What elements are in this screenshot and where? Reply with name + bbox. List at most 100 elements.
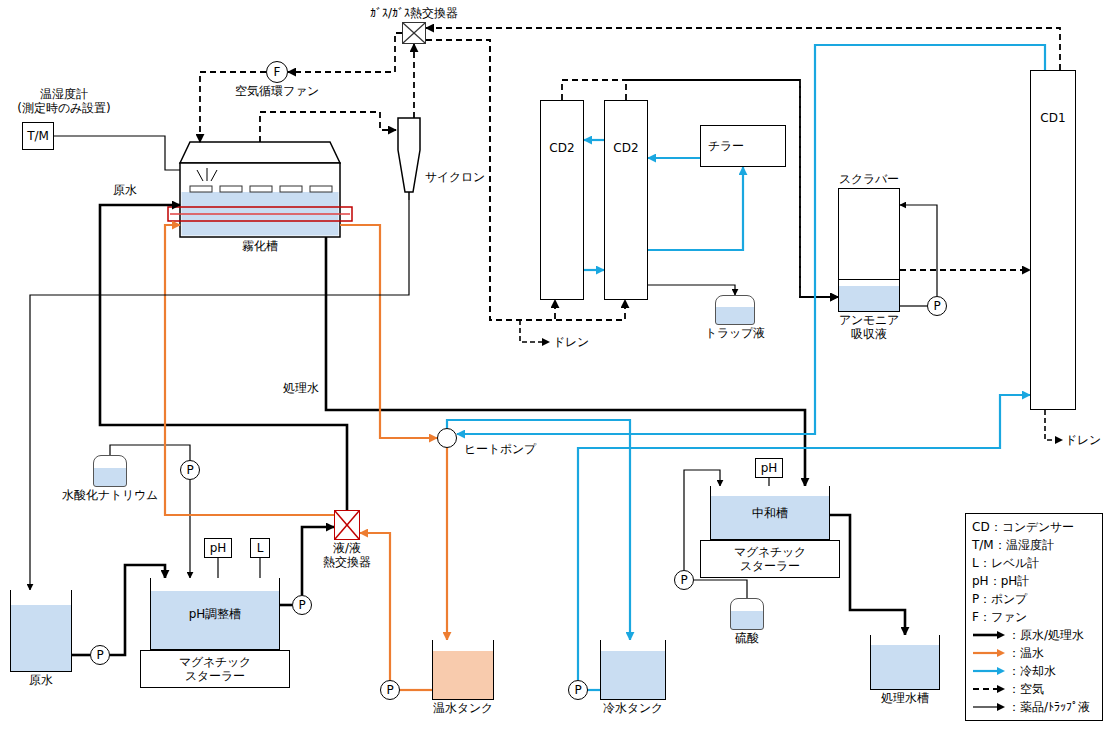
illustration-part <box>335 511 359 539</box>
pipe-connector <box>584 139 604 141</box>
thermo-hygrometer: T/M温湿度計 (測定時のみ設置) <box>22 122 54 150</box>
legend-item: P：ポンプ <box>972 590 1096 608</box>
cyclone-illustration <box>398 118 420 200</box>
node-text: pH <box>761 461 778 475</box>
raw-water-tank: 原水 <box>10 590 72 672</box>
pipe-connector <box>447 420 630 640</box>
node-text: P <box>186 463 193 477</box>
node-text: pH調整槽 <box>189 606 242 620</box>
legend-item: CD：コンデンサー <box>972 518 1096 536</box>
illustration-part <box>280 186 302 192</box>
illustration-part <box>180 163 340 237</box>
pipe-connector <box>648 285 735 295</box>
pipe-connector <box>900 205 937 296</box>
liquid-heat-exchanger: 液/液 熱交換器 <box>334 510 360 540</box>
legend-text: P：ポンプ <box>972 590 1027 608</box>
legend-text: CD：コンデンサー <box>972 518 1074 536</box>
node-text: P <box>933 299 940 313</box>
legend-item: T/M：温湿度計 <box>972 536 1096 554</box>
illustration-part <box>197 170 203 181</box>
absorbent-tank: アンモニア 吸収液 <box>838 280 900 312</box>
node-text: P <box>96 648 103 662</box>
illustration-part <box>542 338 550 346</box>
magnetic-stirrer: マグネチック スターラー <box>700 540 840 578</box>
illustration-part <box>408 192 410 200</box>
illustration-part <box>1045 410 1058 440</box>
illustration-part <box>335 511 359 539</box>
legend-line <box>973 670 998 672</box>
illustration-part <box>211 170 217 181</box>
legend-line <box>973 652 998 654</box>
trap-bottle: トラップ液 <box>715 295 755 325</box>
node-text: F <box>274 65 281 79</box>
node-text: 中和槽 <box>752 505 788 519</box>
illustration-part <box>398 118 420 192</box>
pipe-connector <box>648 157 700 159</box>
ph-adjust-tank: pH調整槽 <box>150 578 280 650</box>
illustration-part <box>520 320 544 342</box>
node-text: L <box>257 541 264 555</box>
illustration-part <box>403 23 425 43</box>
legend-text: ：空気 <box>1008 680 1044 698</box>
illustration-part <box>310 186 332 192</box>
legend-item: ：空気 <box>972 680 1096 698</box>
pipe-connector <box>72 654 90 657</box>
node-label: 水酸化ナトリウム <box>61 488 159 502</box>
pipe-connector <box>900 269 1030 271</box>
pump: P <box>568 680 588 700</box>
atomizer-illustration <box>168 142 352 237</box>
level-meter: L <box>250 538 270 558</box>
legend-item: ：温水 <box>972 644 1096 662</box>
legend-line-sample <box>972 630 1006 640</box>
pipe-connector <box>259 558 260 578</box>
cyclone: サイクロン <box>396 118 422 200</box>
pipe-connector <box>165 225 334 515</box>
ph-meter: pH <box>204 538 232 558</box>
pipe-connector <box>189 480 190 578</box>
legend-text: ：原水/処理水 <box>1008 626 1084 644</box>
illustration-part <box>190 186 212 192</box>
illustration-part <box>403 23 425 43</box>
gas-heat-exchanger: ｶﾞｽ/ｶﾞｽ熱交換器 <box>402 22 426 44</box>
pipe-label: 処理水 <box>282 381 320 395</box>
node-label: 霧化槽 <box>241 239 279 253</box>
pump: P <box>292 595 312 615</box>
pipe-connector <box>578 395 1030 680</box>
fan: F空気循環ファン <box>266 61 288 83</box>
node-text: P <box>298 598 305 612</box>
pipe-connector <box>413 44 415 118</box>
pipe-connector <box>648 167 743 250</box>
node-text: CD2 <box>549 141 574 155</box>
legend-arrowhead <box>997 631 1005 639</box>
node-label: 液/液 熱交換器 <box>314 541 380 570</box>
treated-water-tank: 処理水槽 <box>870 635 940 690</box>
node-text: チラー <box>708 139 744 153</box>
illustration-part <box>220 186 242 192</box>
legend-arrowhead <box>997 685 1005 693</box>
legend-line <box>973 688 998 690</box>
node-label: ヒートポンプ <box>463 442 537 456</box>
node-label: トラップ液 <box>704 326 766 340</box>
illustration-part <box>168 207 352 221</box>
pipe-label: 原水 <box>112 183 138 197</box>
legend-item: F：ファン <box>972 608 1096 626</box>
node-label: 処理水槽 <box>880 691 930 705</box>
node-text: T/M <box>27 129 49 143</box>
pipe-connector <box>54 136 180 170</box>
illustration-part <box>1055 436 1063 444</box>
node-text: CD2 <box>613 141 638 155</box>
pipe-connector <box>457 45 1045 434</box>
illustration-part <box>250 186 272 192</box>
magnetic-stirrer: マグネチック スターラー <box>140 650 290 688</box>
condenser: CD2 <box>540 100 584 300</box>
pipe-connector <box>260 112 396 142</box>
pipe-connector <box>584 269 604 271</box>
neutralization-tank: 中和槽 <box>710 486 830 540</box>
pipe-connector <box>694 580 747 598</box>
pump: P <box>180 460 200 480</box>
scrubber: スクラバー <box>838 188 900 280</box>
pipe-label: ドレン <box>1064 433 1102 447</box>
legend-text: pH：pH計 <box>972 572 1029 590</box>
node-text: P <box>680 573 687 587</box>
